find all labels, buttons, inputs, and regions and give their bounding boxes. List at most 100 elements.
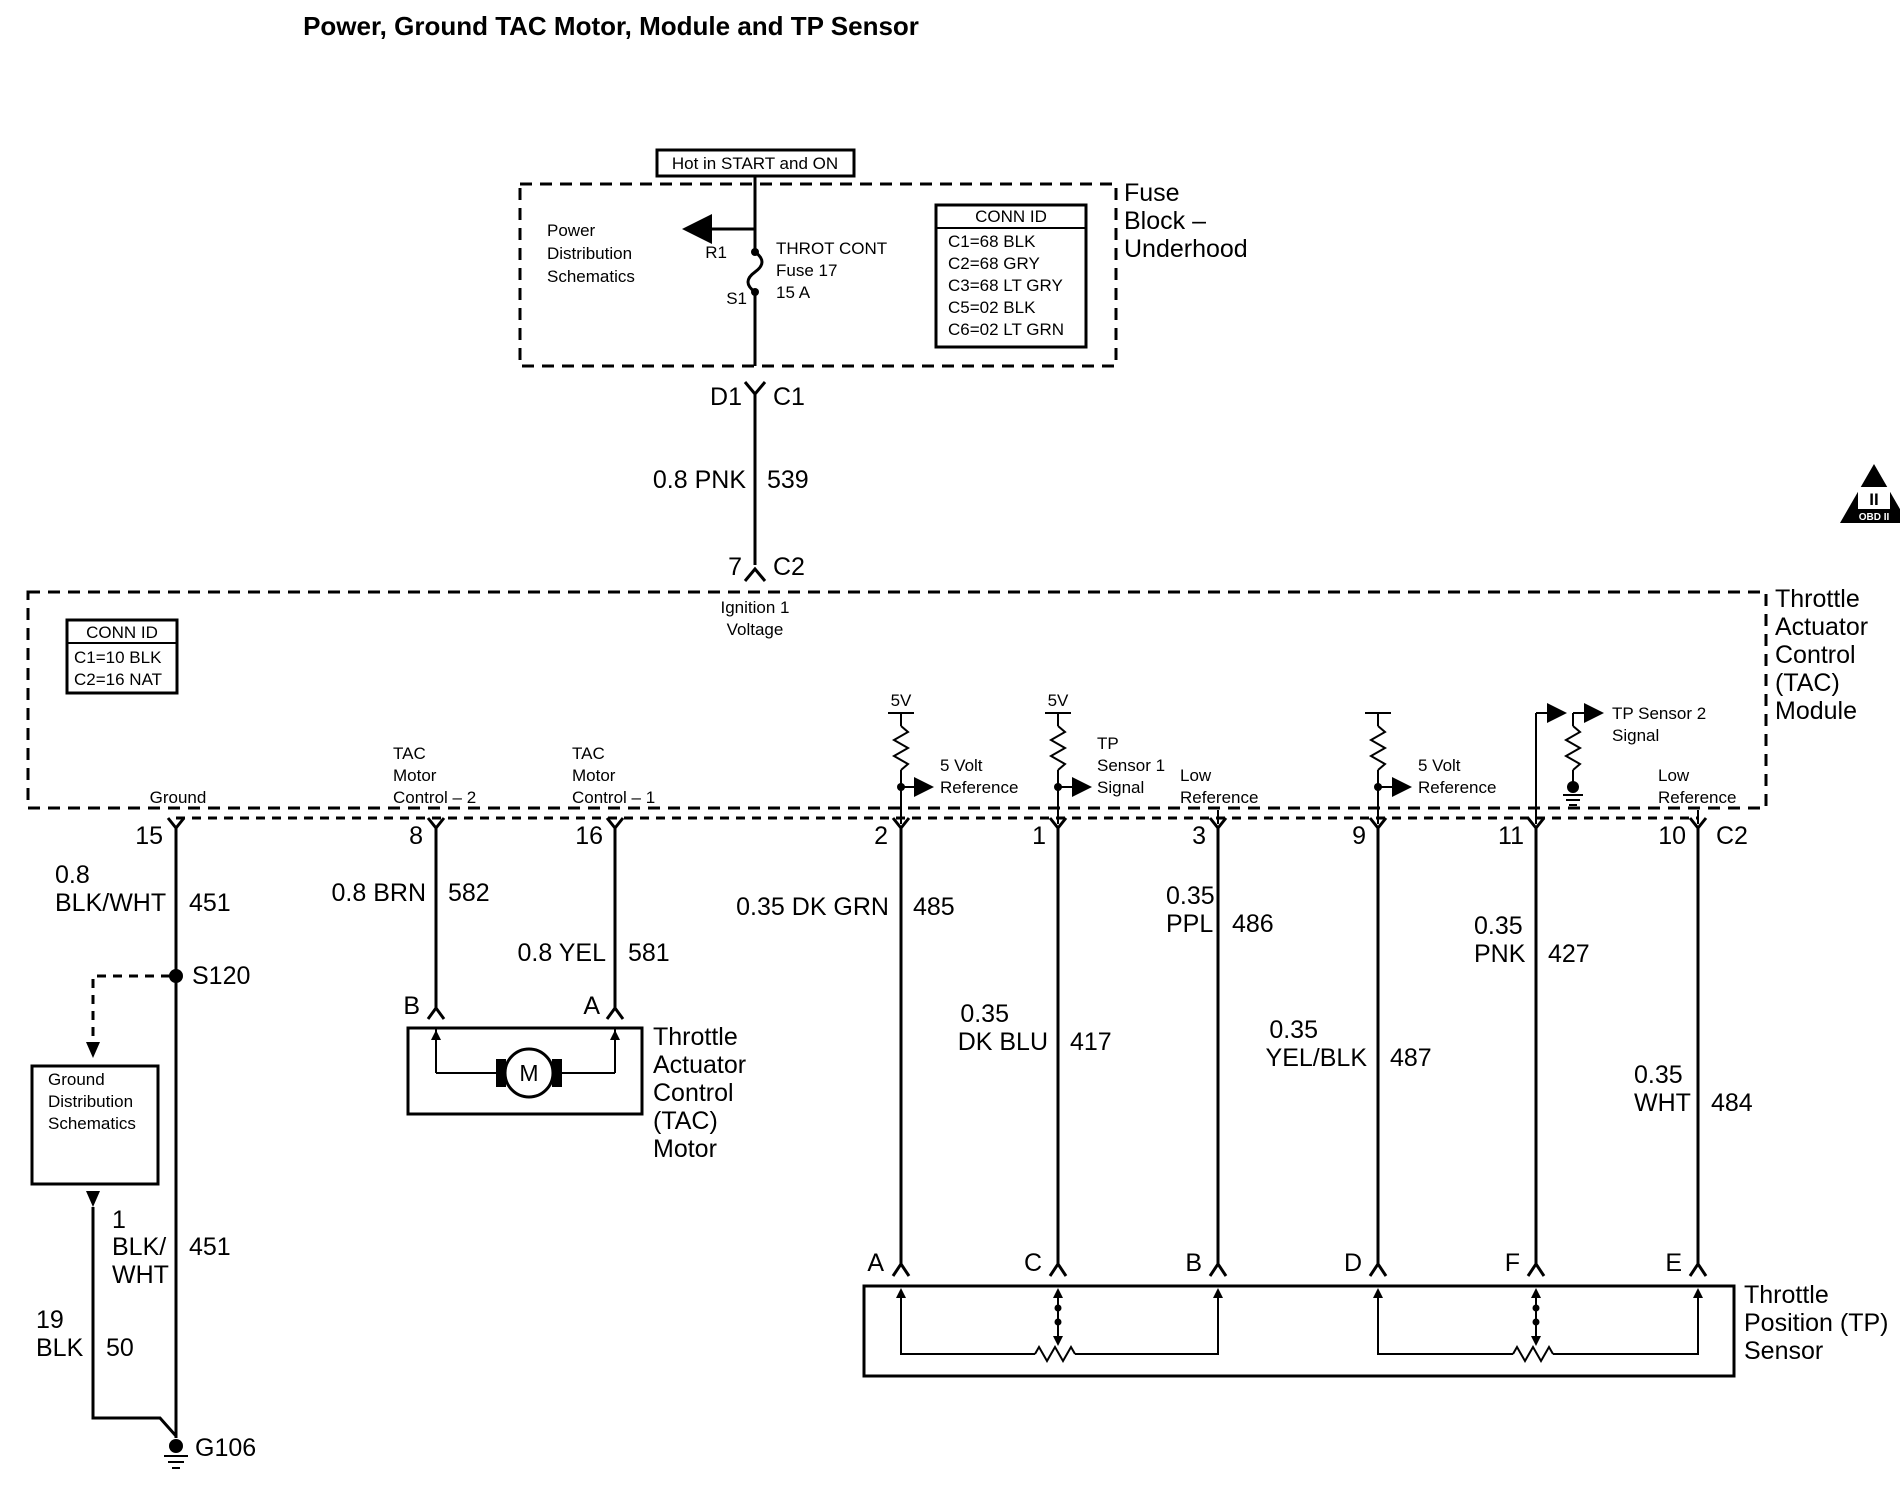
motor-pin-a-symbol <box>605 1005 625 1020</box>
pin-16-label: 16 <box>575 822 603 850</box>
tac-module: Throttle Actuator Control (TAC) Module C… <box>26 585 1868 824</box>
tp-sensor-name-line3: Sensor <box>1744 1337 1823 1365</box>
motor-a-arrow <box>610 1030 620 1040</box>
resistor-a-icon <box>891 725 911 771</box>
ground-dist-line1: Ground <box>48 1070 105 1089</box>
wire-427-circuit: 427 <box>1548 940 1590 968</box>
tp-a-arrow <box>896 1288 906 1298</box>
pin-8-label: 8 <box>409 822 423 850</box>
tac-module-name-line3: Control <box>1775 641 1856 669</box>
fuse-conn-id-3: C3=68 LT GRY <box>948 276 1063 295</box>
tp2-wiper-node-2 <box>1532 1318 1540 1326</box>
hot-in-start-on-label: Hot in START and ON <box>672 154 838 173</box>
fuse-conn-id-title: CONN ID <box>975 207 1047 226</box>
wire-50 <box>91 1207 178 1437</box>
tp-pin-c-label: C <box>1024 1249 1042 1277</box>
tp-pin-e-label: E <box>1665 1249 1682 1277</box>
motor-name-line2: Actuator <box>653 1051 746 1079</box>
tp-f-arrow <box>1531 1288 1541 1298</box>
ground-circuit: 0.8 BLK/WHT 451 S120 Ground Distribution… <box>30 828 256 1469</box>
tp-b-arrow <box>1213 1288 1223 1298</box>
tp2-element-right <box>1553 1290 1699 1355</box>
fuse-s1-label: S1 <box>726 289 747 308</box>
fuse-conn-id-5: C6=02 LT GRN <box>948 320 1064 339</box>
wire-50-circuit: 50 <box>106 1334 134 1362</box>
motor-name-line1: Throttle <box>653 1023 738 1051</box>
fuse-conn-id-4: C5=02 BLK <box>948 298 1036 317</box>
ignition-label-line1: Ignition 1 <box>721 598 790 617</box>
tac-conn-id-1: C1=10 BLK <box>74 648 162 667</box>
wire-451-color-2b: WHT <box>112 1261 169 1289</box>
hot-in-start-on-box <box>655 148 856 178</box>
wire-582-circuit: 582 <box>448 879 490 907</box>
wire-484-color: WHT <box>1634 1089 1691 1117</box>
fuse-conn-id-2: C2=68 GRY <box>948 254 1040 273</box>
motor-ctrl2-line3: Control – 2 <box>393 788 476 807</box>
wire-484-gauge: 0.35 <box>1634 1061 1683 1089</box>
motor-icon <box>503 1047 555 1099</box>
tp2-potentiometer-icon <box>1512 1344 1554 1364</box>
wire-451-gauge-2: 1 <box>112 1206 126 1234</box>
pin-7-label: 7 <box>728 553 742 581</box>
ground-dist-line2: Distribution <box>48 1092 133 1111</box>
ground-dist-box <box>30 1064 160 1186</box>
tp1-wiper-node-1 <box>1054 1304 1062 1312</box>
low-ref-a-line2: Reference <box>1180 788 1258 807</box>
tac-conn-id-box <box>65 618 179 695</box>
resistor-b-icon <box>1048 725 1068 771</box>
wire-451-circuit-2: 451 <box>189 1233 231 1261</box>
tp-pin-a-label: A <box>867 1249 884 1277</box>
tp1-element-right <box>1075 1290 1219 1355</box>
wire-417-circuit: 417 <box>1070 1028 1112 1056</box>
ref5v-a-line1: 5 Volt <box>940 756 983 775</box>
obd-inner-box <box>1858 487 1890 509</box>
tp-sensor: A C B D F E Throttle Position (TP) Senso… <box>862 1249 1888 1378</box>
wire-486-circuit: 486 <box>1232 910 1274 938</box>
wire-417-gauge: 0.35 <box>960 1000 1009 1028</box>
tp1-line3: Signal <box>1097 778 1144 797</box>
wire-484-circuit: 484 <box>1711 1089 1753 1117</box>
motor-name-line3: Control <box>653 1079 734 1107</box>
obd-numeral: II <box>1869 490 1878 509</box>
connector-c2-symbol <box>743 566 767 582</box>
tac-module-name-line4: (TAC) <box>1775 669 1840 697</box>
wire-451-color-2a: BLK/ <box>112 1233 166 1261</box>
ref5v-b-line1: 5 Volt <box>1418 756 1461 775</box>
tp1-wiper-arrow <box>1053 1336 1063 1346</box>
pin-3-label: 3 <box>1192 822 1206 850</box>
wire-582-gauge-color: 0.8 BRN <box>332 879 426 907</box>
tp-pin-f-label: F <box>1505 1249 1520 1277</box>
tac-module-name-line1: Throttle <box>1775 585 1860 613</box>
wire-487-color: YEL/BLK <box>1266 1044 1368 1072</box>
connector-c1-symbol <box>743 381 767 397</box>
tp2-wiper-node-1 <box>1532 1304 1540 1312</box>
conn-c2-pin-row-label: C2 <box>1716 822 1748 850</box>
fuse-name-line2: Fuse 17 <box>776 261 837 280</box>
tp-sensor-wires: 0.35 DK GRN 485 0.35 DK BLU 417 0.35 PPL… <box>736 828 1753 1264</box>
splice-s120-node <box>169 969 183 983</box>
tp-sensor-box <box>862 1284 1736 1378</box>
ground-dist-up-arrow-icon <box>86 1042 100 1058</box>
splice-s120-label: S120 <box>192 962 250 990</box>
motor-brush-right <box>552 1059 562 1087</box>
motor-ctrl2-line2: Motor <box>393 766 437 785</box>
conn-c2-top-label: C2 <box>773 553 805 581</box>
ground-g106-label: G106 <box>195 1434 256 1462</box>
ref5v-b-line2: Reference <box>1418 778 1496 797</box>
tac-module-outline <box>26 590 1768 810</box>
wire-487-gauge: 0.35 <box>1269 1016 1318 1044</box>
motor-pin-a-label: A <box>583 992 600 1020</box>
ground-dist-line3: Schematics <box>48 1114 136 1133</box>
fuse-block-name-line1: Fuse <box>1124 179 1180 207</box>
pin-15-label: 15 <box>135 822 163 850</box>
ignition-label-line2: Voltage <box>727 620 784 639</box>
power-dist-line1: Power <box>547 221 596 240</box>
wire-50-gauge: 19 <box>36 1306 64 1334</box>
motor-brush-left <box>496 1059 506 1087</box>
wire-451-color-1: BLK/WHT <box>55 889 166 917</box>
low-ref-b-line2: Reference <box>1658 788 1736 807</box>
tp1-element-left <box>900 1290 1035 1355</box>
motor-ctrl1-line3: Control – 1 <box>572 788 655 807</box>
tp-d-arrow <box>1373 1288 1383 1298</box>
